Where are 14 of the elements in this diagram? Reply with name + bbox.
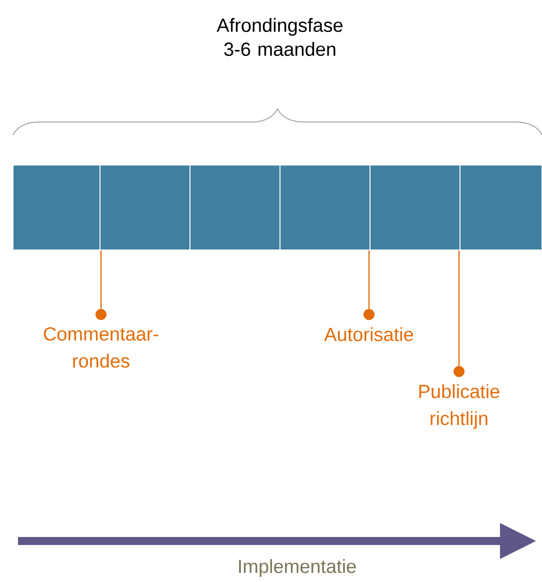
timeline-cell [100,164,190,250]
milestone-label: Autorisatie [324,327,414,342]
timeline-cell [280,164,370,250]
milestone-label: Commentaar- rondes [44,327,158,368]
arrow-label: Implementatie [239,559,356,577]
timeline-cell [460,164,542,250]
leader-line [96,250,106,320]
timeline-cell [12,164,100,250]
timeline-cell [190,164,280,250]
timeline-cell [370,164,460,250]
milestone-label: Publicatie richtlijn [419,384,500,429]
leader-line [454,250,464,377]
leader-line [364,250,374,320]
phase-label: Afrondingsfase 3-6 maanden [216,18,343,56]
